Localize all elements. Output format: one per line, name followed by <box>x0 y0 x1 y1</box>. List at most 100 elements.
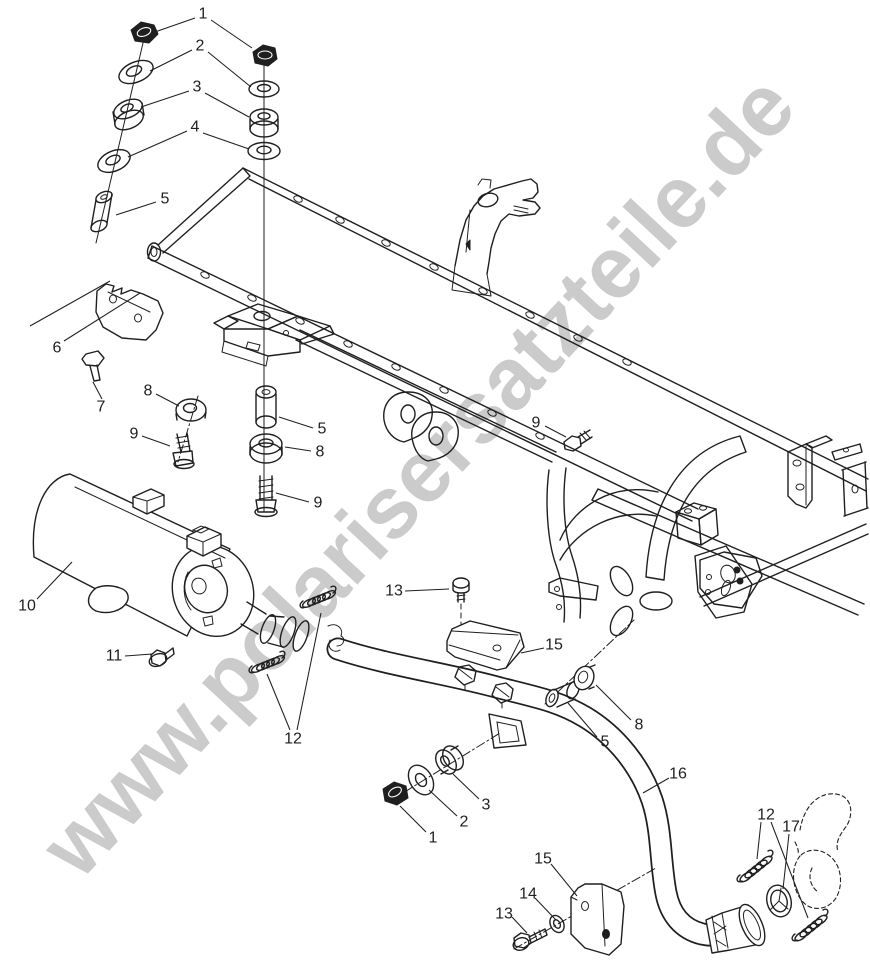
channel-bracket-15-top <box>446 620 525 671</box>
bolt-11 <box>148 647 175 668</box>
leader-line-16 <box>642 777 670 794</box>
callout-1-top: 1 <box>199 6 208 23</box>
watermark: www.polarisersatzteile.de <box>21 56 814 896</box>
callout-3-bottom: 3 <box>482 797 491 814</box>
muffler-tongue <box>87 585 129 614</box>
leader-line-6 <box>29 280 111 327</box>
bolt-13-bottom <box>512 928 548 951</box>
nut-1-right <box>252 44 278 67</box>
leader-line-9-left <box>141 435 171 447</box>
callout-9-right: 9 <box>532 415 541 432</box>
leader-line-2-top <box>207 51 252 88</box>
leader-line-12-left <box>296 612 322 731</box>
spring-12-top <box>299 585 337 609</box>
bushing-8-mid <box>249 433 283 464</box>
callout-10: 10 <box>18 598 36 615</box>
callout-8-left: 8 <box>144 383 153 400</box>
mount-bracket-6-group <box>81 283 207 470</box>
leader-line-1-top <box>151 17 196 34</box>
spacer-5-right <box>545 680 580 708</box>
leader-line-3-top <box>140 90 190 108</box>
fastener-stack-left <box>90 21 159 244</box>
bracket-6-plate <box>95 283 164 341</box>
callout-4-top: 4 <box>191 119 200 136</box>
washer-4-right <box>247 141 281 161</box>
bolt-9-mid <box>254 475 278 518</box>
callout-9-left: 9 <box>130 426 139 443</box>
impeller <box>609 565 673 637</box>
leader-line-12-left <box>266 673 291 731</box>
callout-13-bottom: 13 <box>495 906 513 923</box>
callout-14: 14 <box>519 886 537 903</box>
callout-8-mid: 8 <box>316 444 325 461</box>
muffler-bracket-tab-1 <box>132 488 165 515</box>
callout-3-top: 3 <box>193 79 202 96</box>
gasket-17 <box>765 884 793 918</box>
callout-12-left: 12 <box>284 731 302 748</box>
frame-clevis-bracket <box>383 391 459 462</box>
washer-2-right <box>248 80 280 98</box>
pipe-clamp-1 <box>454 664 477 691</box>
nut-1-left <box>130 21 159 44</box>
callout-11: 11 <box>106 648 123 665</box>
leader-line-2-top <box>149 49 193 72</box>
leader-line-1-top <box>210 19 253 49</box>
callout-5-right: 5 <box>601 734 610 751</box>
frame-right-brackets <box>787 435 869 517</box>
spring-12-lower-right <box>791 908 829 942</box>
callout-13-top: 13 <box>385 583 403 600</box>
leader-line-15-bottom <box>550 863 578 897</box>
frame-wheel-arch <box>645 435 747 581</box>
spacer-bushing-right <box>544 619 635 708</box>
leader-line-5-right <box>567 702 598 738</box>
bolt-9-right <box>563 429 593 452</box>
washer-14 <box>549 914 565 934</box>
leader-line-12-right <box>756 821 762 860</box>
washer-2-bottom <box>407 764 435 796</box>
leader-line-8-mid <box>284 446 312 452</box>
leader-line-13-bottom <box>511 916 528 934</box>
callout-8-right: 8 <box>635 717 644 734</box>
washer-4-left <box>97 148 131 174</box>
callout-9-mid: 9 <box>314 495 323 512</box>
leader-line-2-bottom <box>428 789 458 817</box>
leader-line-9-mid <box>275 492 310 503</box>
callout-2-bottom: 2 <box>460 814 469 831</box>
callout-16: 16 <box>669 766 687 783</box>
callout-12-right: 12 <box>757 807 775 824</box>
pipe-hanger-plate <box>488 713 527 749</box>
engine-port-phantom <box>793 793 852 909</box>
leader-line-5-mid <box>278 416 314 429</box>
nut-1-bottom <box>382 781 409 806</box>
leader-line-13-top <box>404 588 450 592</box>
frame-rail-holes <box>293 195 632 366</box>
bottom-bracket-group <box>512 867 657 956</box>
leader-line-11 <box>124 653 153 657</box>
bolt-9-left <box>172 432 195 470</box>
pipe-clamp-2 <box>491 682 514 709</box>
leader-line-7 <box>92 381 103 400</box>
washer-2-left <box>118 59 154 85</box>
bushing-8-left <box>175 398 207 422</box>
spacer-5-left <box>90 190 113 233</box>
callout-5-top: 5 <box>161 191 170 208</box>
leader-line-14 <box>534 897 557 921</box>
callout-15-bottom: 15 <box>534 851 552 868</box>
frame-rail-holes-front <box>200 271 545 440</box>
bracket-15-bottom <box>570 883 625 956</box>
bushing-3-left <box>112 98 145 131</box>
leader-line-8-right <box>595 684 632 721</box>
leader-line-3-bottom <box>452 773 480 800</box>
engine-area <box>546 467 763 637</box>
leader-line-12-right <box>770 821 809 919</box>
callout-7: 7 <box>97 399 106 416</box>
leader-line-4-top <box>202 132 250 150</box>
bushing-8-right <box>573 664 596 691</box>
exhaust-pipe <box>326 637 748 947</box>
frame-top-bracket <box>451 178 541 297</box>
leader-line-5-top <box>115 201 157 216</box>
callout-15-top: 15 <box>545 637 563 654</box>
fastener-stack-right <box>247 44 283 518</box>
